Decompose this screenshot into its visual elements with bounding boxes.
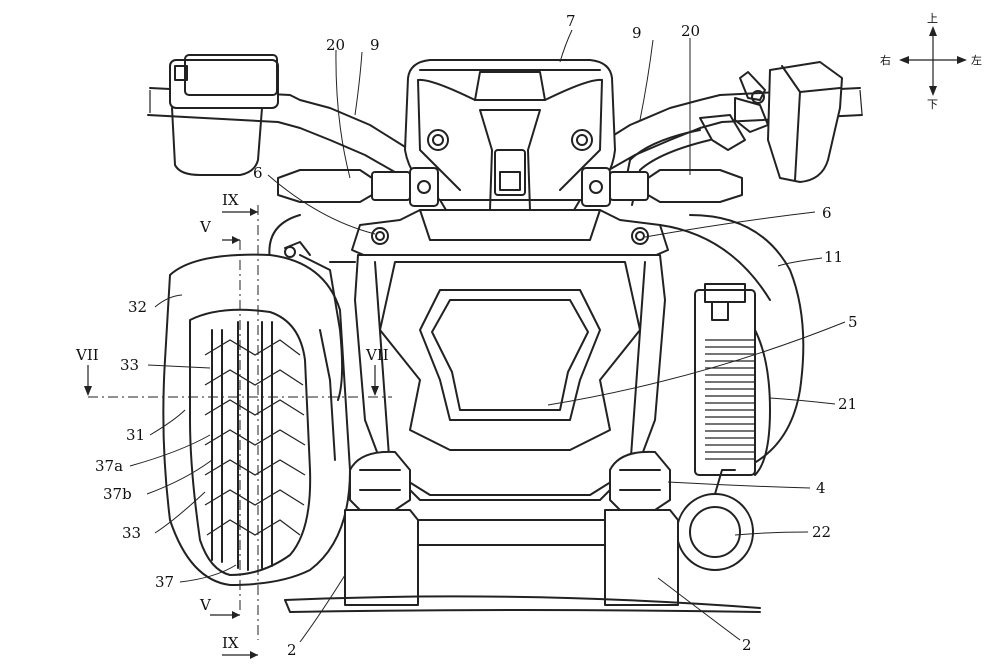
section-v-top: V	[199, 218, 212, 236]
section-vii-left: VII	[75, 346, 99, 364]
section-ix-top: IX	[222, 191, 239, 209]
label-33-bottom: 33	[122, 524, 141, 542]
section-lines	[84, 205, 392, 659]
label-2-left: 2	[742, 636, 752, 654]
label-37b: 37b	[103, 485, 132, 503]
label-20-left: 20	[681, 22, 700, 40]
compass-up-label: 上	[927, 12, 938, 25]
label-21: 21	[838, 395, 857, 413]
section-v-bottom: V	[199, 596, 212, 614]
horn	[676, 469, 754, 571]
label-9-right: 9	[370, 36, 380, 54]
side-cooler	[694, 283, 771, 476]
part-labels: 7 9 9 20 20 6 6 11 32 5 33 21 31 37a 37b…	[95, 12, 858, 659]
leader-lines	[129, 29, 846, 643]
label-7: 7	[566, 12, 576, 30]
label-37: 37	[155, 573, 174, 591]
compass-right-side-label: 右	[880, 53, 891, 67]
label-33-top: 33	[120, 356, 139, 374]
shroud	[268, 214, 805, 471]
label-6-right: 6	[253, 164, 263, 182]
label-31: 31	[126, 426, 145, 444]
orientation-compass: 上 下 右 左	[880, 12, 982, 111]
section-labels: IX V VII VII V IX	[75, 191, 389, 652]
compass-left-side-label: 左	[971, 54, 982, 67]
headlight	[354, 254, 666, 501]
label-4: 4	[816, 479, 826, 497]
label-11: 11	[824, 248, 843, 266]
label-2-right: 2	[287, 641, 297, 659]
compass-down-label: 下	[927, 98, 938, 111]
front-forks	[284, 450, 761, 613]
section-ix-bottom: IX	[222, 634, 239, 652]
turn-signals	[277, 167, 743, 207]
handlebar	[147, 54, 863, 206]
label-20-right: 20	[326, 36, 345, 54]
label-32: 32	[128, 298, 147, 316]
label-5: 5	[848, 313, 858, 331]
meter-cowl	[404, 59, 616, 226]
label-22: 22	[812, 523, 831, 541]
section-vii-right: VII	[365, 346, 389, 364]
label-6-left: 6	[822, 204, 832, 222]
air-intake-grille	[162, 241, 351, 586]
label-9-left: 9	[632, 24, 642, 42]
label-37a: 37a	[95, 457, 123, 475]
